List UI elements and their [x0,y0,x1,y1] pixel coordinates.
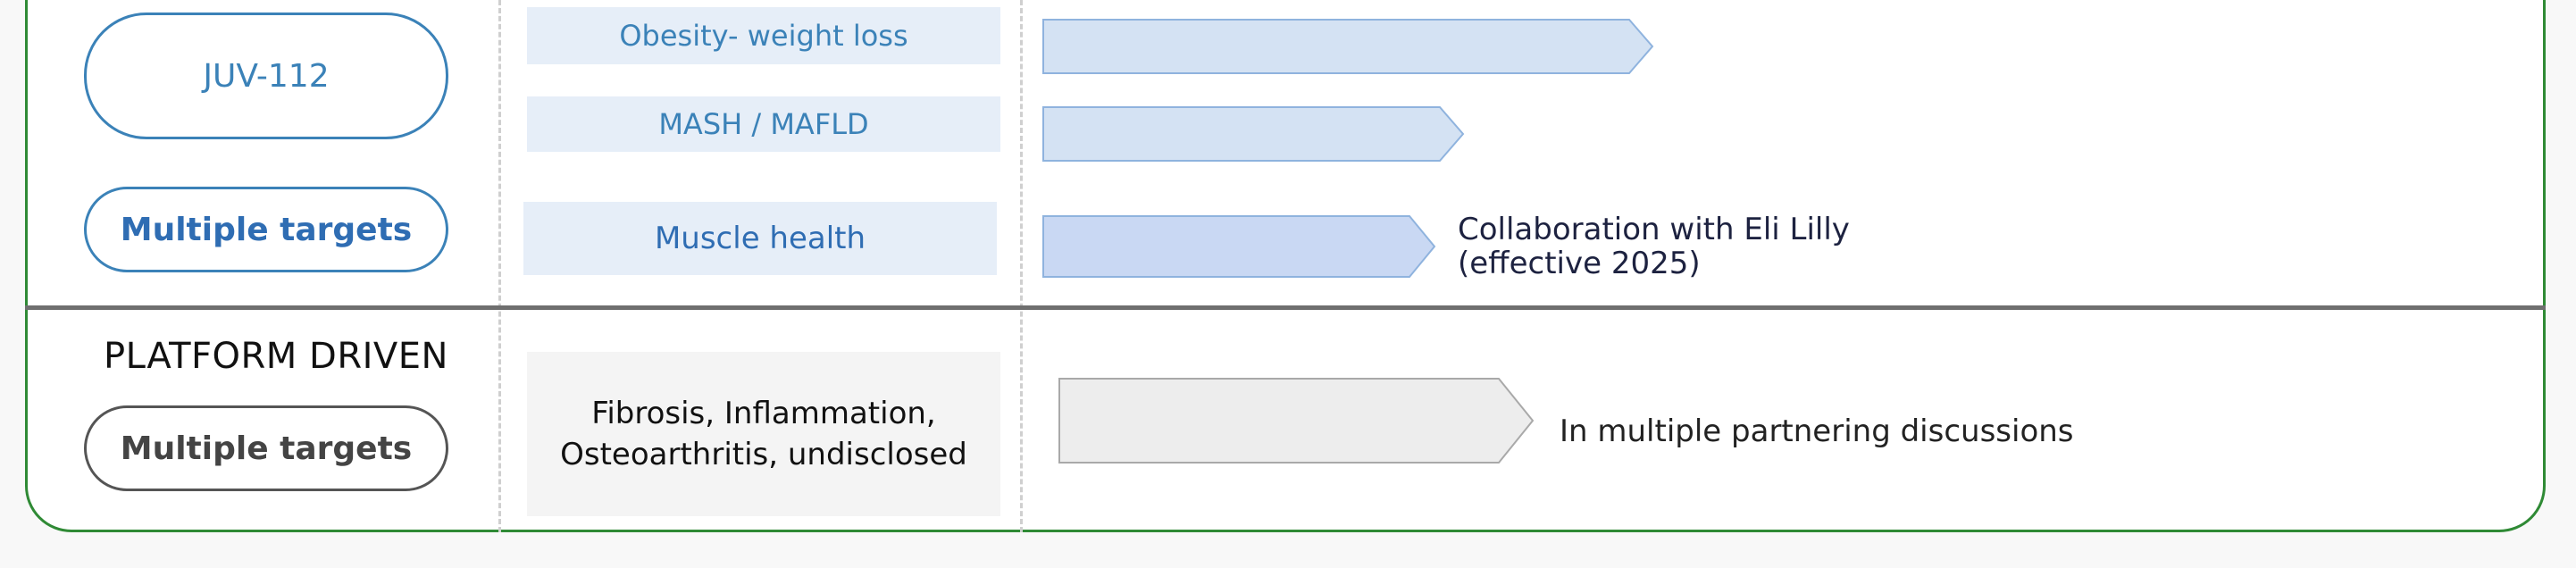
partnering-note: In multiple partnering discussions [1560,413,2074,449]
program-multiple-targets-top: Multiple targets [84,187,448,272]
platform-program-label: Multiple targets [120,430,413,467]
collaboration-note-line2: (effective 2025) [1458,246,1701,281]
indication-obesity-label: Obesity- weight loss [619,19,908,53]
column-divider-2 [1020,0,1023,532]
platform-driven-title: PLATFORM DRIVEN [104,336,448,377]
indication-mash-label: MASH / MAFLD [658,107,869,141]
progress-arrow-platform [1058,378,1535,464]
collaboration-note-line1: Collaboration with Eli Lilly [1458,212,1850,247]
indication-mash: MASH / MAFLD [527,96,1000,152]
progress-arrow-mash [1042,106,1465,162]
indication-platform: Fibrosis, Inflammation, Osteoarthritis, … [527,352,1000,516]
collaboration-note: Collaboration with Eli Lilly (effective … [1458,213,1850,280]
indication-obesity: Obesity- weight loss [527,7,1000,64]
indication-muscle-health: Muscle health [523,202,997,275]
progress-arrow-muscle [1042,215,1436,278]
program-multiple-targets-platform: Multiple targets [84,405,448,491]
program-juv112-label: JUV-112 [203,57,330,95]
column-divider-1 [498,0,501,532]
progress-arrow-obesity [1042,19,1654,74]
program-juv112: JUV-112 [84,13,448,139]
indication-muscle-health-label: Muscle health [654,221,866,256]
platform-indication-line1: Fibrosis, Inflammation, [591,396,936,431]
platform-indication-line2: Osteoarthritis, undisclosed [560,437,967,472]
section-divider [25,305,2546,310]
program-multiple-targets-label: Multiple targets [120,211,413,248]
